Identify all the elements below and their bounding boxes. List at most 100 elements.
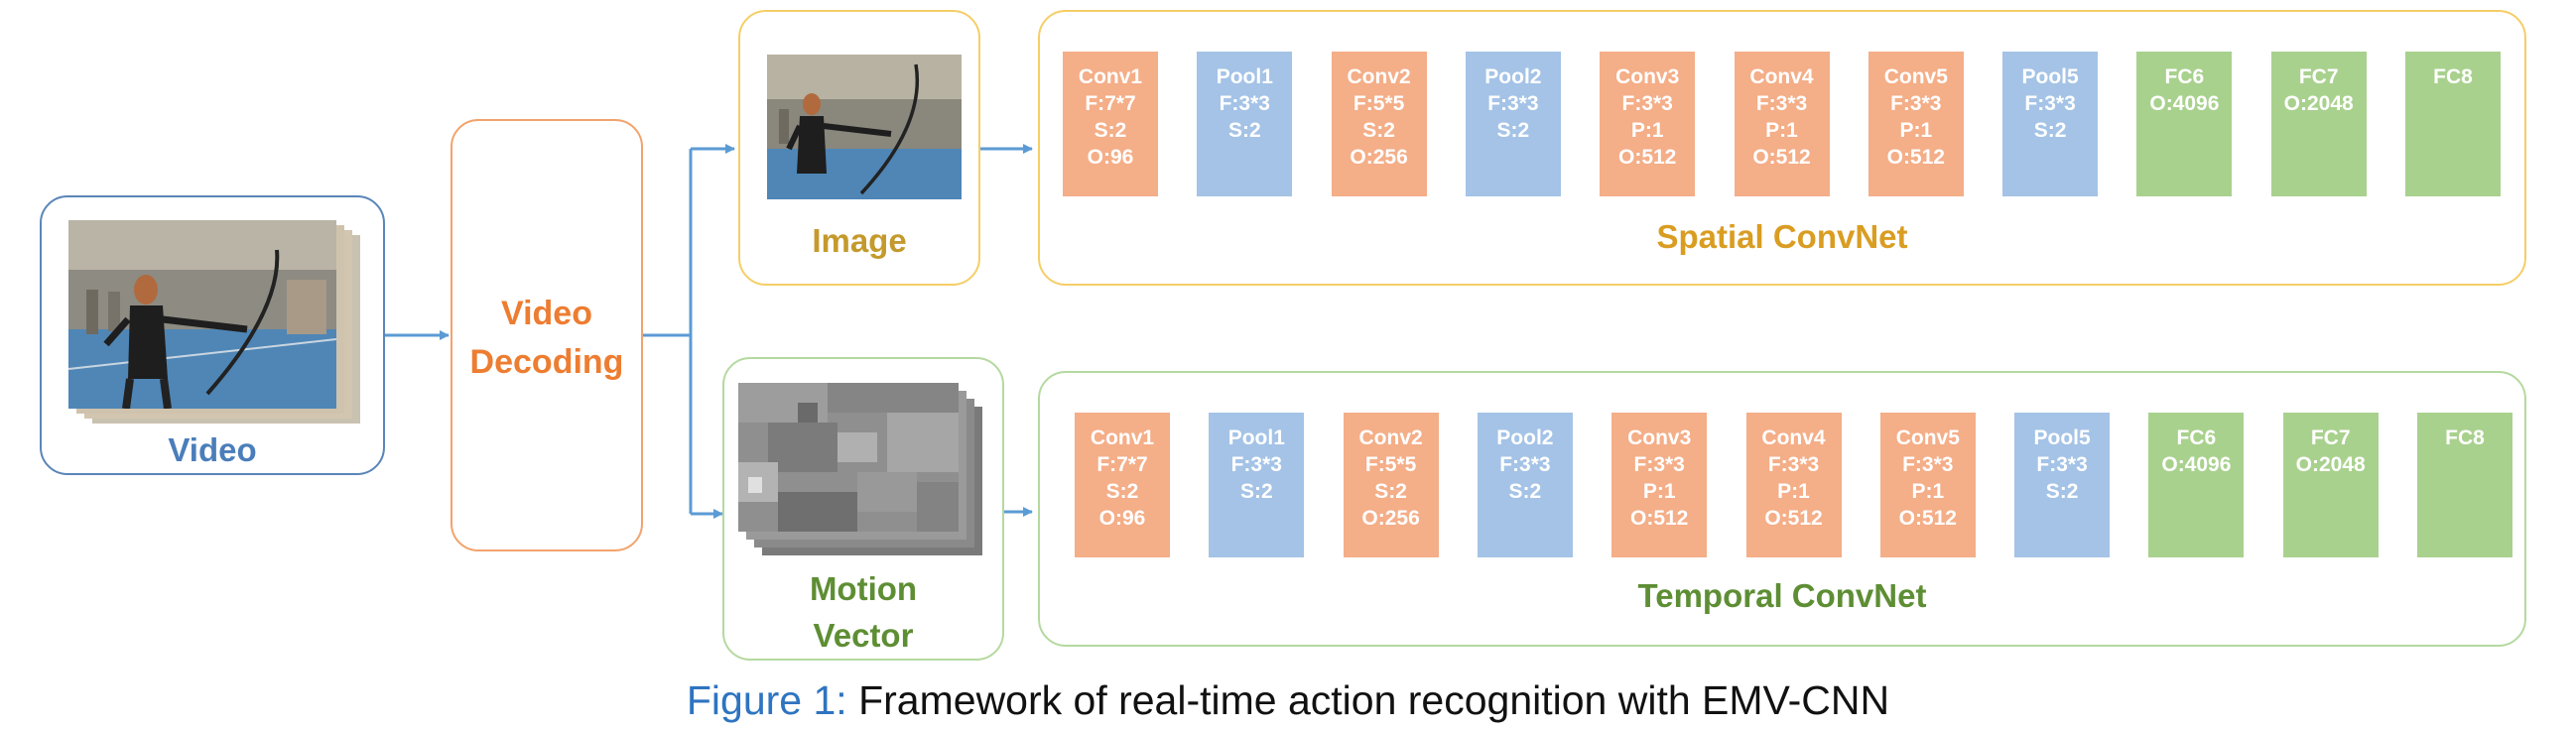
layer-param: O:512: [1886, 146, 1945, 169]
layer-param: P:1: [1642, 480, 1676, 503]
motion-vector-frame: [738, 383, 959, 532]
temporal-layer-fc8: FC8: [2417, 413, 2512, 557]
spatial-convnet-title: Spatial ConvNet: [1656, 218, 1908, 255]
layer-name: Conv4: [1749, 65, 1814, 88]
video-box: Video: [40, 195, 385, 475]
layer-name: Conv2: [1347, 65, 1411, 88]
layer-param: O:512: [1618, 146, 1677, 169]
layer-param: S:2: [1508, 480, 1542, 503]
layer-param: F:3*3: [1755, 92, 1808, 115]
layer-param: P:1: [1899, 119, 1933, 142]
layer-name: Conv3: [1615, 65, 1680, 88]
layer-name: Pool5: [2021, 65, 2079, 88]
layer-param: F:3*3: [1499, 453, 1551, 476]
layer-param: F:5*5: [1352, 92, 1405, 115]
layer-param: O:512: [1630, 507, 1689, 530]
layer-param: O:2048: [2283, 92, 2354, 115]
caption-figure-number: Figure 1:: [686, 677, 847, 723]
layer-param: O:4096: [2149, 92, 2220, 115]
layer-param: F:3*3: [1230, 453, 1282, 476]
layer-name: FC6: [2176, 426, 2217, 449]
layer-param: S:2: [1227, 119, 1261, 142]
caption-text: Framework of real-time action recognitio…: [858, 677, 1890, 723]
layer-name: Pool2: [1484, 65, 1542, 88]
motion-vector-label: Motion Vector: [809, 570, 918, 654]
figure-caption: Figure 1: Framework of real-time action …: [0, 677, 2576, 724]
video-label: Video: [168, 431, 257, 468]
layer-param: O:256: [1361, 507, 1420, 530]
layer-name: FC6: [2164, 65, 2205, 88]
motion-vector-box: Motion Vector: [722, 357, 1004, 661]
layer-name: Conv4: [1761, 426, 1826, 449]
layer-name: Pool2: [1496, 426, 1554, 449]
layer-name: Conv1: [1078, 65, 1143, 88]
image-label: Image: [812, 222, 907, 259]
layer-param: F:3*3: [1633, 453, 1685, 476]
layer-name: Conv3: [1627, 426, 1692, 449]
video-decoding-label: Video Decoding: [469, 295, 624, 381]
layer-param: P:1: [1777, 480, 1810, 503]
layer-param: O:256: [1350, 146, 1408, 169]
layer-param: P:1: [1911, 480, 1945, 503]
layer-param: F:3*3: [1219, 92, 1270, 115]
layer-name: FC7: [2310, 426, 2351, 449]
layer-name: Pool5: [2033, 426, 2091, 449]
layer-name: FC8: [2433, 65, 2473, 88]
layer-param: S:2: [1374, 480, 1407, 503]
layer-param: F:3*3: [1487, 92, 1539, 115]
image-input-box: Image: [738, 10, 980, 286]
layer-param: O:512: [1898, 507, 1957, 530]
layer-name: Conv5: [1883, 65, 1948, 88]
motion-frames-stack: [738, 383, 986, 561]
layer-param: O:96: [1098, 507, 1146, 530]
layer-param: O:512: [1764, 507, 1823, 530]
layer-param: S:2: [1105, 480, 1139, 503]
layer-name: FC7: [2298, 65, 2339, 88]
layer-param: S:2: [1362, 119, 1395, 142]
image-frame: [767, 55, 962, 199]
layer-name: Conv1: [1090, 426, 1155, 449]
layer-param: S:2: [2045, 480, 2079, 503]
layer-param: F:7*7: [1096, 453, 1148, 476]
layer-param: F:3*3: [1767, 453, 1820, 476]
video-frame-image: [68, 220, 336, 409]
layer-param: F:3*3: [1621, 92, 1673, 115]
layer-param: F:5*5: [1364, 453, 1417, 476]
layer-param: P:1: [1765, 119, 1798, 142]
layer-param: S:2: [1496, 119, 1530, 142]
layer-param: S:2: [2033, 119, 2067, 142]
layer-param: F:3*3: [2036, 453, 2088, 476]
layer-name: FC8: [2445, 426, 2485, 449]
video-decoding-box: Video Decoding: [451, 119, 643, 551]
layer-param: S:2: [1239, 480, 1273, 503]
layer-param: F:3*3: [1902, 453, 1954, 476]
layer-param: O:4096: [2161, 453, 2232, 476]
layer-param: O:96: [1087, 146, 1134, 169]
layer-param: F:3*3: [1890, 92, 1942, 115]
spatial-layer-fc8: FC8: [2405, 52, 2501, 196]
layer-name: Pool1: [1216, 65, 1273, 88]
video-frames-stack: [68, 220, 366, 426]
layer-name: Conv2: [1358, 426, 1423, 449]
layer-param: P:1: [1630, 119, 1664, 142]
layer-param: O:2048: [2295, 453, 2366, 476]
